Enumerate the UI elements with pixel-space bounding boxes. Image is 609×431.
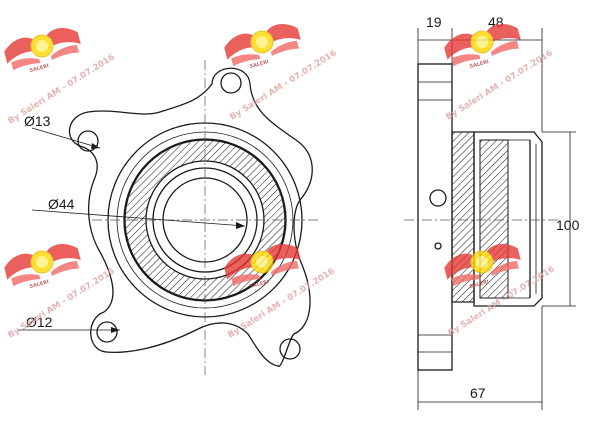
dim-bore: Ø44 [48,196,75,212]
svg-text:SALERI: SALERI [469,59,490,70]
front-view: Ø13 Ø44 Ø12 [18,60,318,375]
bolt-hole-left [77,130,99,152]
side-view: 19 48 100 67 [404,14,580,410]
watermark-top-right: SALERI By Saleri AM - 07.07.2016 [221,19,339,123]
dim-total-length: 67 [470,385,486,401]
svg-text:SALERI: SALERI [469,279,490,290]
dim-outer-diameter: 100 [556,217,580,233]
svg-text:SALERI: SALERI [29,279,50,290]
svg-text:SALERI: SALERI [249,59,270,70]
side-body [473,131,543,307]
svg-text:SALERI: SALERI [249,279,270,290]
dim-bolt-hole: Ø13 [24,113,51,129]
bolt-hole-top [220,72,242,94]
svg-text:SALERI: SALERI [29,63,50,74]
bolt-hole-bottom-right [279,338,301,360]
dim-flange-width: 19 [426,14,442,30]
bolt-hole-bottom-left [96,321,118,343]
dim-pilot-hole: Ø12 [26,314,53,330]
flange-outline [69,67,313,367]
watermark-far-right: SALERI By Saleri AM - 07.07.2016 [441,19,555,123]
side-flange [417,63,453,371]
